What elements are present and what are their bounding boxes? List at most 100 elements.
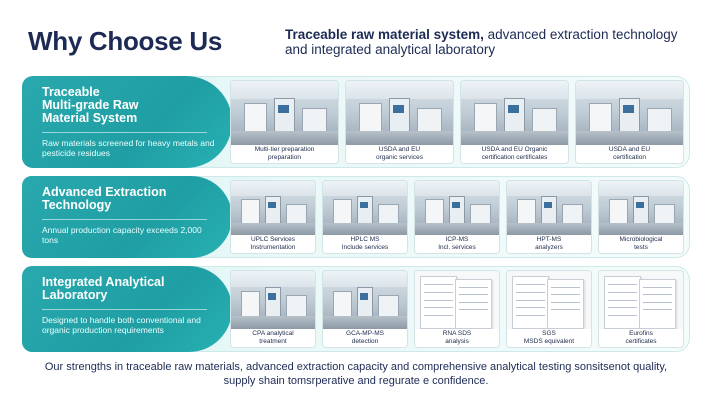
page-subtitle: Traceable raw material system, advanced … xyxy=(285,27,695,57)
document-image xyxy=(599,271,683,329)
lab-photo xyxy=(461,81,568,145)
lab-photo xyxy=(323,271,407,329)
caption-line-2: certification xyxy=(613,153,646,161)
caption-line-1: HPLC MS xyxy=(350,236,380,243)
caption-line-1: RNA SDS xyxy=(442,330,472,337)
feature-label-panel: Traceable Multi-grade Raw Material Syste… xyxy=(22,76,232,168)
caption-line-2: analyzers xyxy=(535,243,563,251)
document-image xyxy=(415,271,499,329)
caption-line-2: Instrumentation xyxy=(250,243,296,251)
feature-row-laboratory: Integrated Analytical Laboratory Designe… xyxy=(22,266,690,352)
lab-photo xyxy=(415,181,499,235)
feature-description: Designed to handle both conventional and… xyxy=(42,315,201,335)
caption-line-1: USDA and EU xyxy=(378,146,421,153)
feature-title: Traceable Multi-grade Raw Material Syste… xyxy=(42,86,218,125)
feature-title-line: Advanced Extraction xyxy=(42,185,167,199)
feature-title-line: Multi-grade Raw xyxy=(42,98,139,112)
caption-line-2: MSDS equivalent xyxy=(523,337,575,345)
divider xyxy=(42,219,207,220)
page-title: Why Choose Us xyxy=(28,26,223,56)
caption-line-2: Include services xyxy=(341,243,389,251)
lab-photo xyxy=(507,181,591,235)
feature-title-line: Technology xyxy=(42,198,112,212)
caption-line-1: GCA-MP-MS xyxy=(346,330,384,337)
feature-title-line: Laboratory xyxy=(42,288,108,302)
summary-footer: Our strengths in traceable raw materials… xyxy=(0,360,712,388)
caption-line-2: Incl. services xyxy=(438,243,476,251)
caption-line-2: treatment xyxy=(259,337,287,345)
caption-line-2: preparation xyxy=(268,153,301,161)
caption-line-2: tests xyxy=(634,243,648,251)
feature-title-line: Integrated Analytical xyxy=(42,275,165,289)
feature-row-extraction: Advanced Extraction Technology Annual pr… xyxy=(22,176,690,258)
feature-label-panel: Advanced Extraction Technology Annual pr… xyxy=(22,176,232,258)
feature-label-panel: Integrated Analytical Laboratory Designe… xyxy=(22,266,232,352)
caption-line-2: organic services xyxy=(376,153,423,161)
lab-photo xyxy=(599,181,683,235)
caption-line-1: ICP-MS xyxy=(445,236,469,243)
feature-title: Advanced Extraction Technology xyxy=(42,186,218,212)
caption-line-1: Microbiological xyxy=(619,236,663,243)
caption-line-1: Eurofins xyxy=(629,330,653,337)
lab-photo xyxy=(346,81,453,145)
document-image xyxy=(507,271,591,329)
feature-title-line: Material System xyxy=(42,111,138,125)
caption-line-2: certificates xyxy=(625,337,657,345)
lab-photo xyxy=(231,181,315,235)
caption-line-1: SGS xyxy=(542,330,556,337)
lab-photo xyxy=(231,81,338,145)
feature-description: Raw materials screened for heavy metals … xyxy=(42,138,215,158)
caption-line-1: USDA and EU Organic xyxy=(481,146,548,153)
caption-line-1: HPT-MS xyxy=(536,236,562,243)
footer-line-2: supply shain tomsrperative and regurate … xyxy=(223,375,489,387)
feature-description: Annual production capacity exceeds 2,000… xyxy=(42,225,202,245)
lab-photo xyxy=(231,271,315,329)
subtitle-highlight: Traceable raw material system, xyxy=(285,27,484,42)
caption-line-2: analysis xyxy=(445,337,469,345)
feature-row-raw-materials: Traceable Multi-grade Raw Material Syste… xyxy=(22,76,690,168)
divider xyxy=(42,309,207,310)
subtitle-rest: advanced extraction technology and integ… xyxy=(285,27,678,57)
feature-title: Integrated Analytical Laboratory xyxy=(42,276,218,302)
caption-line-1: USDA and EU xyxy=(608,146,651,153)
caption-line-2: certification certificates xyxy=(481,153,548,161)
caption-line-1: Multi-tier preparation xyxy=(254,146,315,153)
caption-line-2: detection xyxy=(351,337,379,345)
divider xyxy=(42,132,207,133)
lab-photo xyxy=(323,181,407,235)
lab-photo xyxy=(576,81,683,145)
footer-line-1: Our strengths in traceable raw materials… xyxy=(44,361,668,373)
caption-line-1: UPLC Services xyxy=(250,236,296,243)
